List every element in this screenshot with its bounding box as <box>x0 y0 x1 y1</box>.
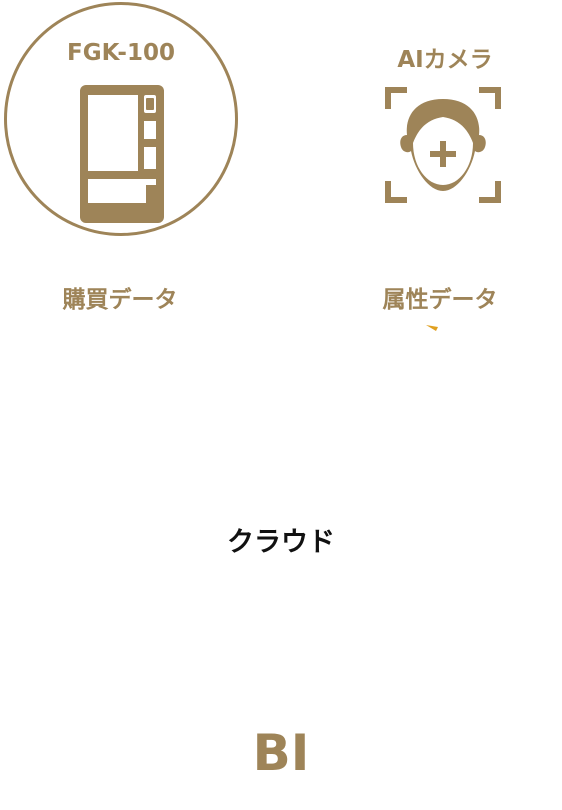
cloud-label: クラウド <box>227 527 335 558</box>
vending-machine-icon <box>80 85 164 223</box>
face-scan-icon <box>385 87 501 203</box>
attribute-data-label: 属性データ <box>382 287 498 313</box>
connector-marker <box>426 325 438 331</box>
purchase-data-label: 購買データ <box>62 287 178 313</box>
bi-label: BI <box>252 724 310 782</box>
vending-machine-title: FGK-100 <box>67 40 175 66</box>
vending-machine-circle <box>4 2 238 236</box>
ai-camera-title: AIカメラ <box>397 47 493 73</box>
